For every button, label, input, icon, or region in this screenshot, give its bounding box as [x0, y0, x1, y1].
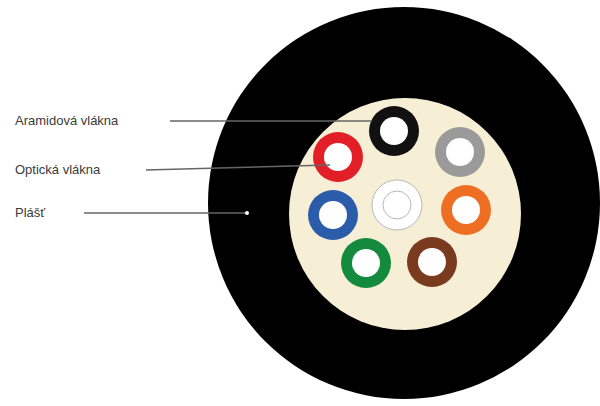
leader-lines [84, 121, 372, 213]
part-label: Optická vlákna [15, 162, 100, 178]
part-label: Aramidová vlákna [15, 113, 118, 129]
jacket [208, 7, 600, 399]
aramid-yarn [289, 98, 521, 330]
leader-dot [245, 211, 249, 215]
part-label: Plášť [15, 205, 45, 221]
optical-fibers [308, 106, 491, 288]
